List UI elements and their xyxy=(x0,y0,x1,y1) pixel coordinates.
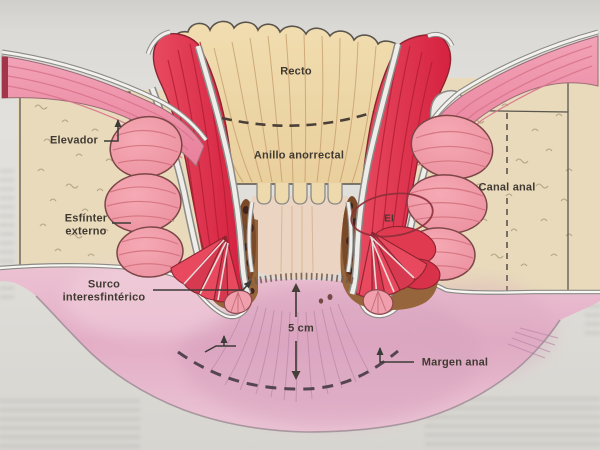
label-anillo-anorrectal: Anillo anorrectal xyxy=(253,149,345,162)
anal-verge-hatch xyxy=(249,272,355,286)
label-margen-anal: Margen anal xyxy=(421,356,489,369)
anal-columns xyxy=(256,183,343,205)
elevador-arrow xyxy=(104,119,122,142)
label-canal-anal: Canal anal xyxy=(478,181,536,194)
surco-arrow xyxy=(153,280,252,291)
perianal-skin xyxy=(0,260,600,433)
label-esfinter-interno: EI xyxy=(384,213,394,225)
five-cm-arrow xyxy=(291,283,301,380)
rectum xyxy=(170,20,425,205)
label-surco-interesfinterico: Surco interesfintérico xyxy=(62,278,146,303)
levator-cut-edge xyxy=(2,57,8,98)
subcutaneous-sphincter xyxy=(170,225,441,315)
fan-right xyxy=(358,231,428,298)
internal-sphincter-ellipse xyxy=(350,192,434,238)
label-esfinter-externo: Esfínter externo xyxy=(64,212,108,237)
label-elevador: Elevador xyxy=(49,134,99,147)
sphincter-striations xyxy=(106,129,491,271)
leader-lines xyxy=(104,119,414,363)
anal-margin-arc xyxy=(177,349,399,391)
levator-fascia xyxy=(1,29,599,142)
margen-left-elbow xyxy=(204,345,236,353)
anorectal-ring-line xyxy=(221,110,375,127)
annotations xyxy=(104,110,434,391)
label-recto: Recto xyxy=(280,65,312,78)
margen-anal-arrow xyxy=(376,347,414,363)
label-cinco-cm: 5 cm xyxy=(288,322,314,335)
levator-left xyxy=(1,55,205,167)
